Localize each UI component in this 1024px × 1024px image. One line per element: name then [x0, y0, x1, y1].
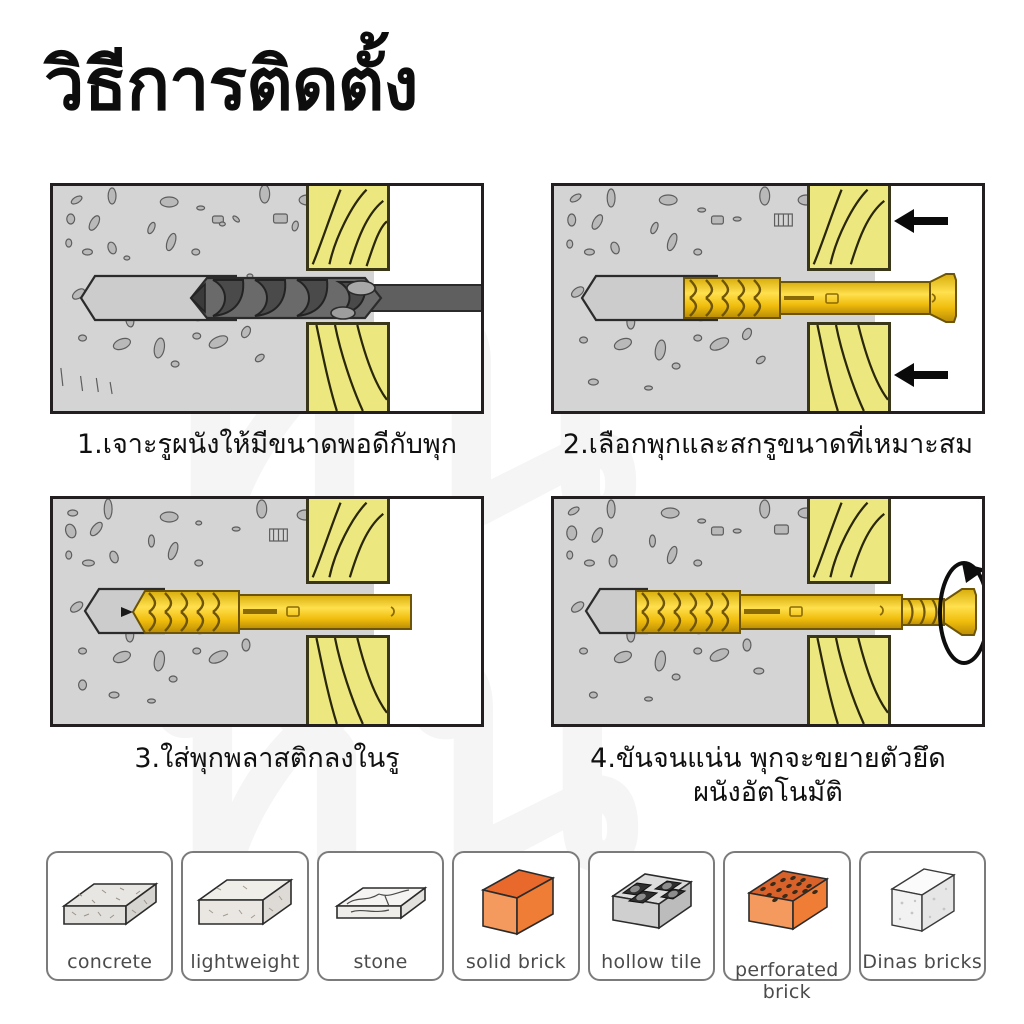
dinas-brick-icon	[861, 863, 984, 941]
material-card-dinas-bricks[interactable]: Dinas bricks	[858, 851, 986, 981]
step-4-illustration	[551, 496, 985, 727]
nail-anchor-with-screw-icon	[683, 273, 957, 323]
stone-slab-icon	[319, 863, 442, 941]
material-label: hollow tile	[601, 951, 702, 973]
material-label: concrete	[67, 951, 153, 973]
material-card-lightweight[interactable]: lightweight	[181, 851, 309, 981]
material-card-hollow-tile[interactable]: hollow tile	[587, 851, 716, 981]
concrete-slab-icon	[48, 863, 171, 941]
masonry-drill-bit-icon	[189, 276, 481, 320]
step-1-caption: 1.เจาะรูผนังให้มีขนาดพอดีกับพุก	[76, 429, 457, 460]
wood-block-bottom	[807, 322, 891, 411]
material-card-stone[interactable]: stone	[316, 851, 445, 981]
step-2-caption: 2.เลือกพุกและสกรูขนาดที่เหมาะสม	[562, 429, 974, 460]
wood-block-top	[807, 499, 891, 584]
material-label: perforated brick	[725, 959, 848, 1003]
solid-brick-icon	[454, 863, 577, 941]
wood-block-bottom	[807, 635, 891, 724]
tightened-anchor-icon	[635, 588, 977, 636]
rotation-arrow-icon	[938, 561, 982, 665]
material-label-line-1: perforated	[735, 959, 839, 981]
material-card-perforated-brick[interactable]: perforated brick	[723, 851, 851, 1003]
force-arrow-bottom-icon	[894, 363, 948, 387]
lightweight-block-icon	[183, 863, 306, 941]
step-4-caption-line-2: ผนังอัตโนมัติ	[693, 776, 843, 808]
perforated-brick-icon	[725, 863, 848, 941]
material-card-solid-brick[interactable]: solid brick	[452, 851, 580, 981]
page-title: วิธีการติดตั้ง	[44, 42, 418, 126]
material-label: stone	[353, 951, 408, 973]
step-3-caption: 3.ใส่พุกพลาสติกลงในรู	[134, 743, 400, 774]
material-card-concrete[interactable]: concrete	[46, 851, 174, 981]
supported-materials-row: concrete lightweight	[46, 851, 986, 1003]
step-4-caption-line-1: 4.ขันจนแน่น พุกจะขยายตัวยึด	[590, 743, 946, 774]
material-label: lightweight	[190, 951, 300, 973]
drilled-hole	[584, 587, 648, 635]
wood-block-bottom	[306, 635, 390, 724]
step-4-caption: 4.ขันจนแน่น พุกจะขยายตัวยึด ผนังอัตโนมัต…	[535, 742, 1001, 810]
wood-block-top	[306, 186, 390, 271]
hollow-tile-icon	[590, 863, 713, 941]
drilled-hole	[79, 274, 237, 322]
wood-block-bottom	[306, 322, 390, 411]
step-1-illustration	[50, 183, 484, 414]
force-arrow-top-icon	[894, 209, 948, 233]
material-label-line-2: brick	[762, 981, 811, 1003]
inserted-anchor-icon	[121, 590, 412, 634]
wood-block-top	[306, 499, 390, 584]
material-label: solid brick	[465, 951, 567, 973]
material-label: Dinas bricks	[862, 951, 983, 973]
step-3-illustration	[50, 496, 484, 727]
wood-block-top	[807, 186, 891, 271]
step-2-illustration	[551, 183, 985, 414]
